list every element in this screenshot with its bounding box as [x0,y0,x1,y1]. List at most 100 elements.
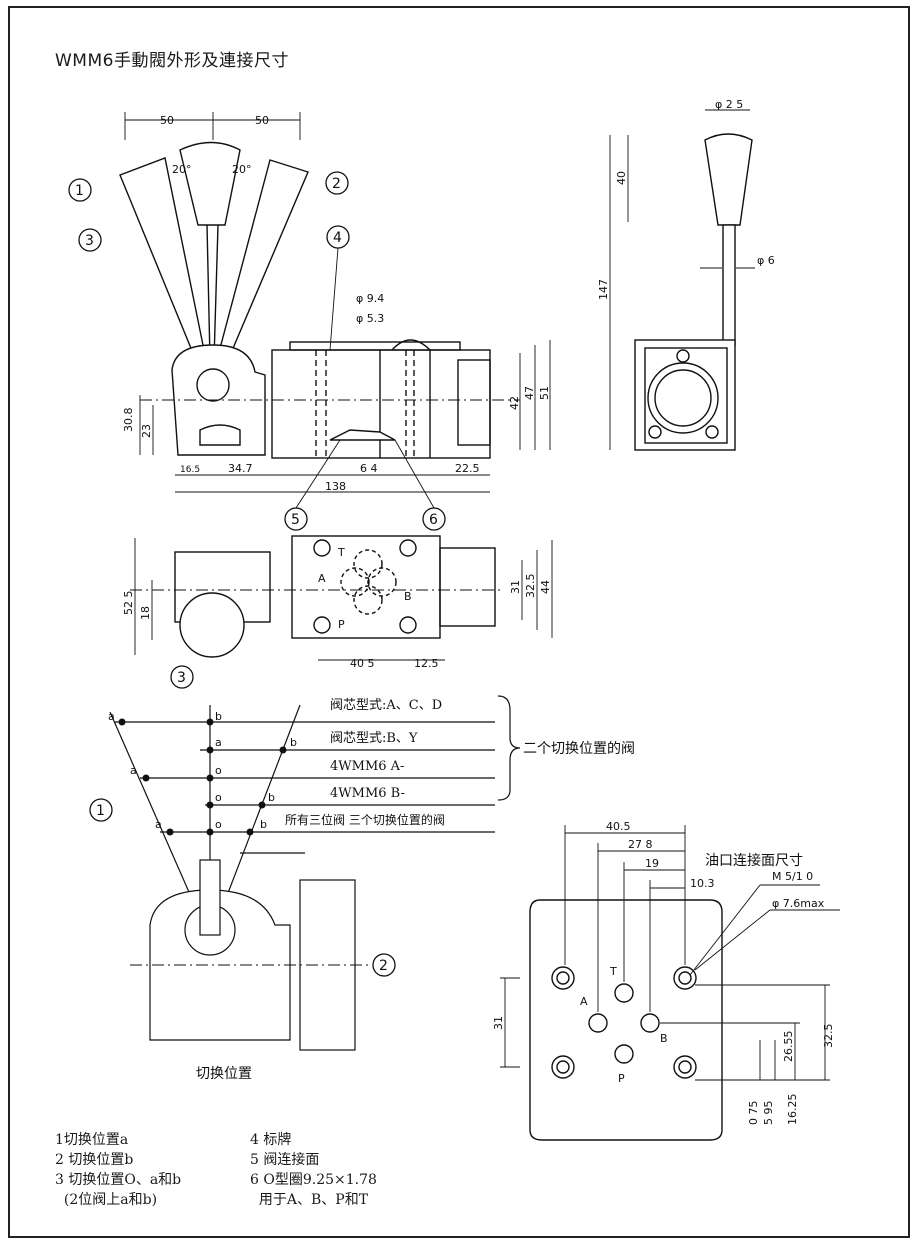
row-three-position: 所有三位阀 三个切换位置的阀 [285,812,445,827]
row-4wmm6-a: 4WMM6 A- [330,759,404,774]
pos-a-5: a [155,818,162,831]
dim-147: 147 [597,279,610,300]
port-A: A [318,572,326,585]
dim-pf-40-5: 40.5 [606,820,631,833]
pos-a-1: a [108,710,115,723]
port-P: P [338,618,345,631]
pf-port-B: B [660,1032,668,1045]
pf-port-P: P [618,1072,625,1085]
callout-1-lower: 1 [96,803,105,819]
row-spool-acd: 阀芯型式:A、C、D [330,698,442,713]
dim-30-8: 30.8 [122,408,135,433]
pos-a-3: a [130,764,137,777]
page-title: WMM6手動閥外形及連接尺寸 [55,51,289,71]
dim-16-5: 16.5 [180,465,200,475]
dim-pf-27-8: 27 8 [628,838,653,851]
dim-angle-right: 20° [232,163,252,176]
dim-pf-32-5: 32.5 [822,1024,835,1049]
dim-phi-25: φ 2 5 [715,98,743,111]
dim-44: 44 [539,580,552,594]
dim-pf-26-55: 26.55 [782,1031,795,1063]
legend-col-2: 4 标牌 5 阀连接面 6 O型圈9.25×1.78 用于A、B、P和T [250,1130,377,1210]
dim-pf-19: 19 [645,857,659,870]
dim-42: 42 [508,396,521,410]
switch-position-caption: 切换位置 [196,1065,252,1082]
front-view [119,141,520,459]
pos-b-5: b [260,818,267,831]
dim-138: 138 [325,480,346,493]
front-view-labels: 50 50 20° 20° 30.8 23 16.5 34.7 6 4 22.5… [68,114,551,531]
dim-pf-5-95: 5 95 [762,1101,775,1126]
dim-52-5: 52 5 [122,591,135,616]
callout-2-lower: 2 [379,958,388,974]
legend-item-5: 5 阀连接面 [250,1152,320,1168]
top-view [130,535,500,658]
switch-diagram-points [118,718,287,836]
dim-64: 6 4 [360,462,378,475]
brace-label: 二个切换位置的阀 [523,740,635,757]
top-view-dimensions [134,538,553,661]
dim-31: 31 [509,580,522,594]
dim-12-5: 12.5 [414,657,439,670]
side-view-dimensions [609,109,755,450]
legend-item-6: 6 O型圈9.25×1.78 [250,1172,377,1188]
pos-b-4: b [268,791,275,804]
dim-40-5: 40 5 [350,657,375,670]
dim-angle-left: 20° [172,163,192,176]
dim-phi-5-3: φ 5.3 [356,312,384,325]
legend-item-4: 4 标牌 [250,1132,292,1148]
drawing-frame [8,6,910,1238]
dim-pf-m5: M 5/1 0 [772,870,813,883]
port-face [529,899,723,1141]
dim-32-5: 32.5 [524,574,537,599]
pos-b-1: b [215,710,222,723]
pos-b-2: b [290,736,297,749]
dim-pf-0-75: 0 75 [747,1101,760,1126]
port-T: T [337,546,345,559]
dim-23: 23 [140,424,153,438]
row-4wmm6-b: 4WMM6 B- [330,786,405,801]
pos-o-3: o [215,764,222,777]
dim-40: 40 [615,171,628,185]
dim-pf-16-25: 16.25 [786,1094,799,1126]
port-face-title: 油口连接面尺寸 [705,852,803,869]
dim-phi-9-4: φ 9.4 [356,292,384,305]
row-spool-by: 阀芯型式:B、Y [330,731,418,746]
callout-3-lower: 3 [177,670,186,686]
dim-pf-31: 31 [492,1016,505,1030]
pos-o-5: o [215,818,222,831]
top-view-labels: 52 5 18 31 32.5 44 40 5 12.5 T A B P [122,546,552,670]
port-face-labels: 油口连接面尺寸 40.5 27 8 19 10.3 M 5/1 0 φ 7.6m… [492,820,835,1125]
dim-22-5: 22.5 [455,462,480,475]
callout-4: 4 [333,230,342,246]
dim-18: 18 [139,606,152,620]
switch-diagram-labels: 3 1 2 阀芯型式:A、C、D 阀芯型式:B、Y 4WMM6 A- 4WMM6… [89,665,635,1082]
port-B: B [404,590,412,603]
dim-47: 47 [523,386,536,400]
front-view-dimensions [124,112,551,493]
dim-pf-10-3: 10.3 [690,877,715,890]
callout-3: 3 [85,233,94,249]
pos-a-2: a [215,736,222,749]
dim-50-left: 50 [160,114,174,127]
dim-pf-phi-7-6: φ 7.6max [772,897,825,910]
pf-port-A: A [580,995,588,1008]
switch-diagram [109,695,521,1051]
legend-item-3-note: (2位阀上a和b) [55,1192,158,1208]
legend-item-1: 1切换位置a [55,1132,129,1148]
dim-50-right: 50 [255,114,269,127]
side-view-labels: φ 2 5 40 147 φ 6 [597,98,775,300]
pf-port-T: T [609,965,617,978]
legend-item-3: 3 切换位置O、a和b [55,1172,182,1188]
port-face-dimensions [500,825,840,1081]
callout-6: 6 [429,512,438,528]
dim-51: 51 [538,386,551,400]
dim-phi-6: φ 6 [757,254,775,267]
legend-item-6-note: 用于A、B、P和T [250,1192,369,1208]
legend-item-2: 2 切换位置b [55,1152,134,1168]
callout-2: 2 [332,176,341,192]
callout-5: 5 [291,512,300,528]
pos-o-4: o [215,791,222,804]
callout-1: 1 [75,183,84,199]
